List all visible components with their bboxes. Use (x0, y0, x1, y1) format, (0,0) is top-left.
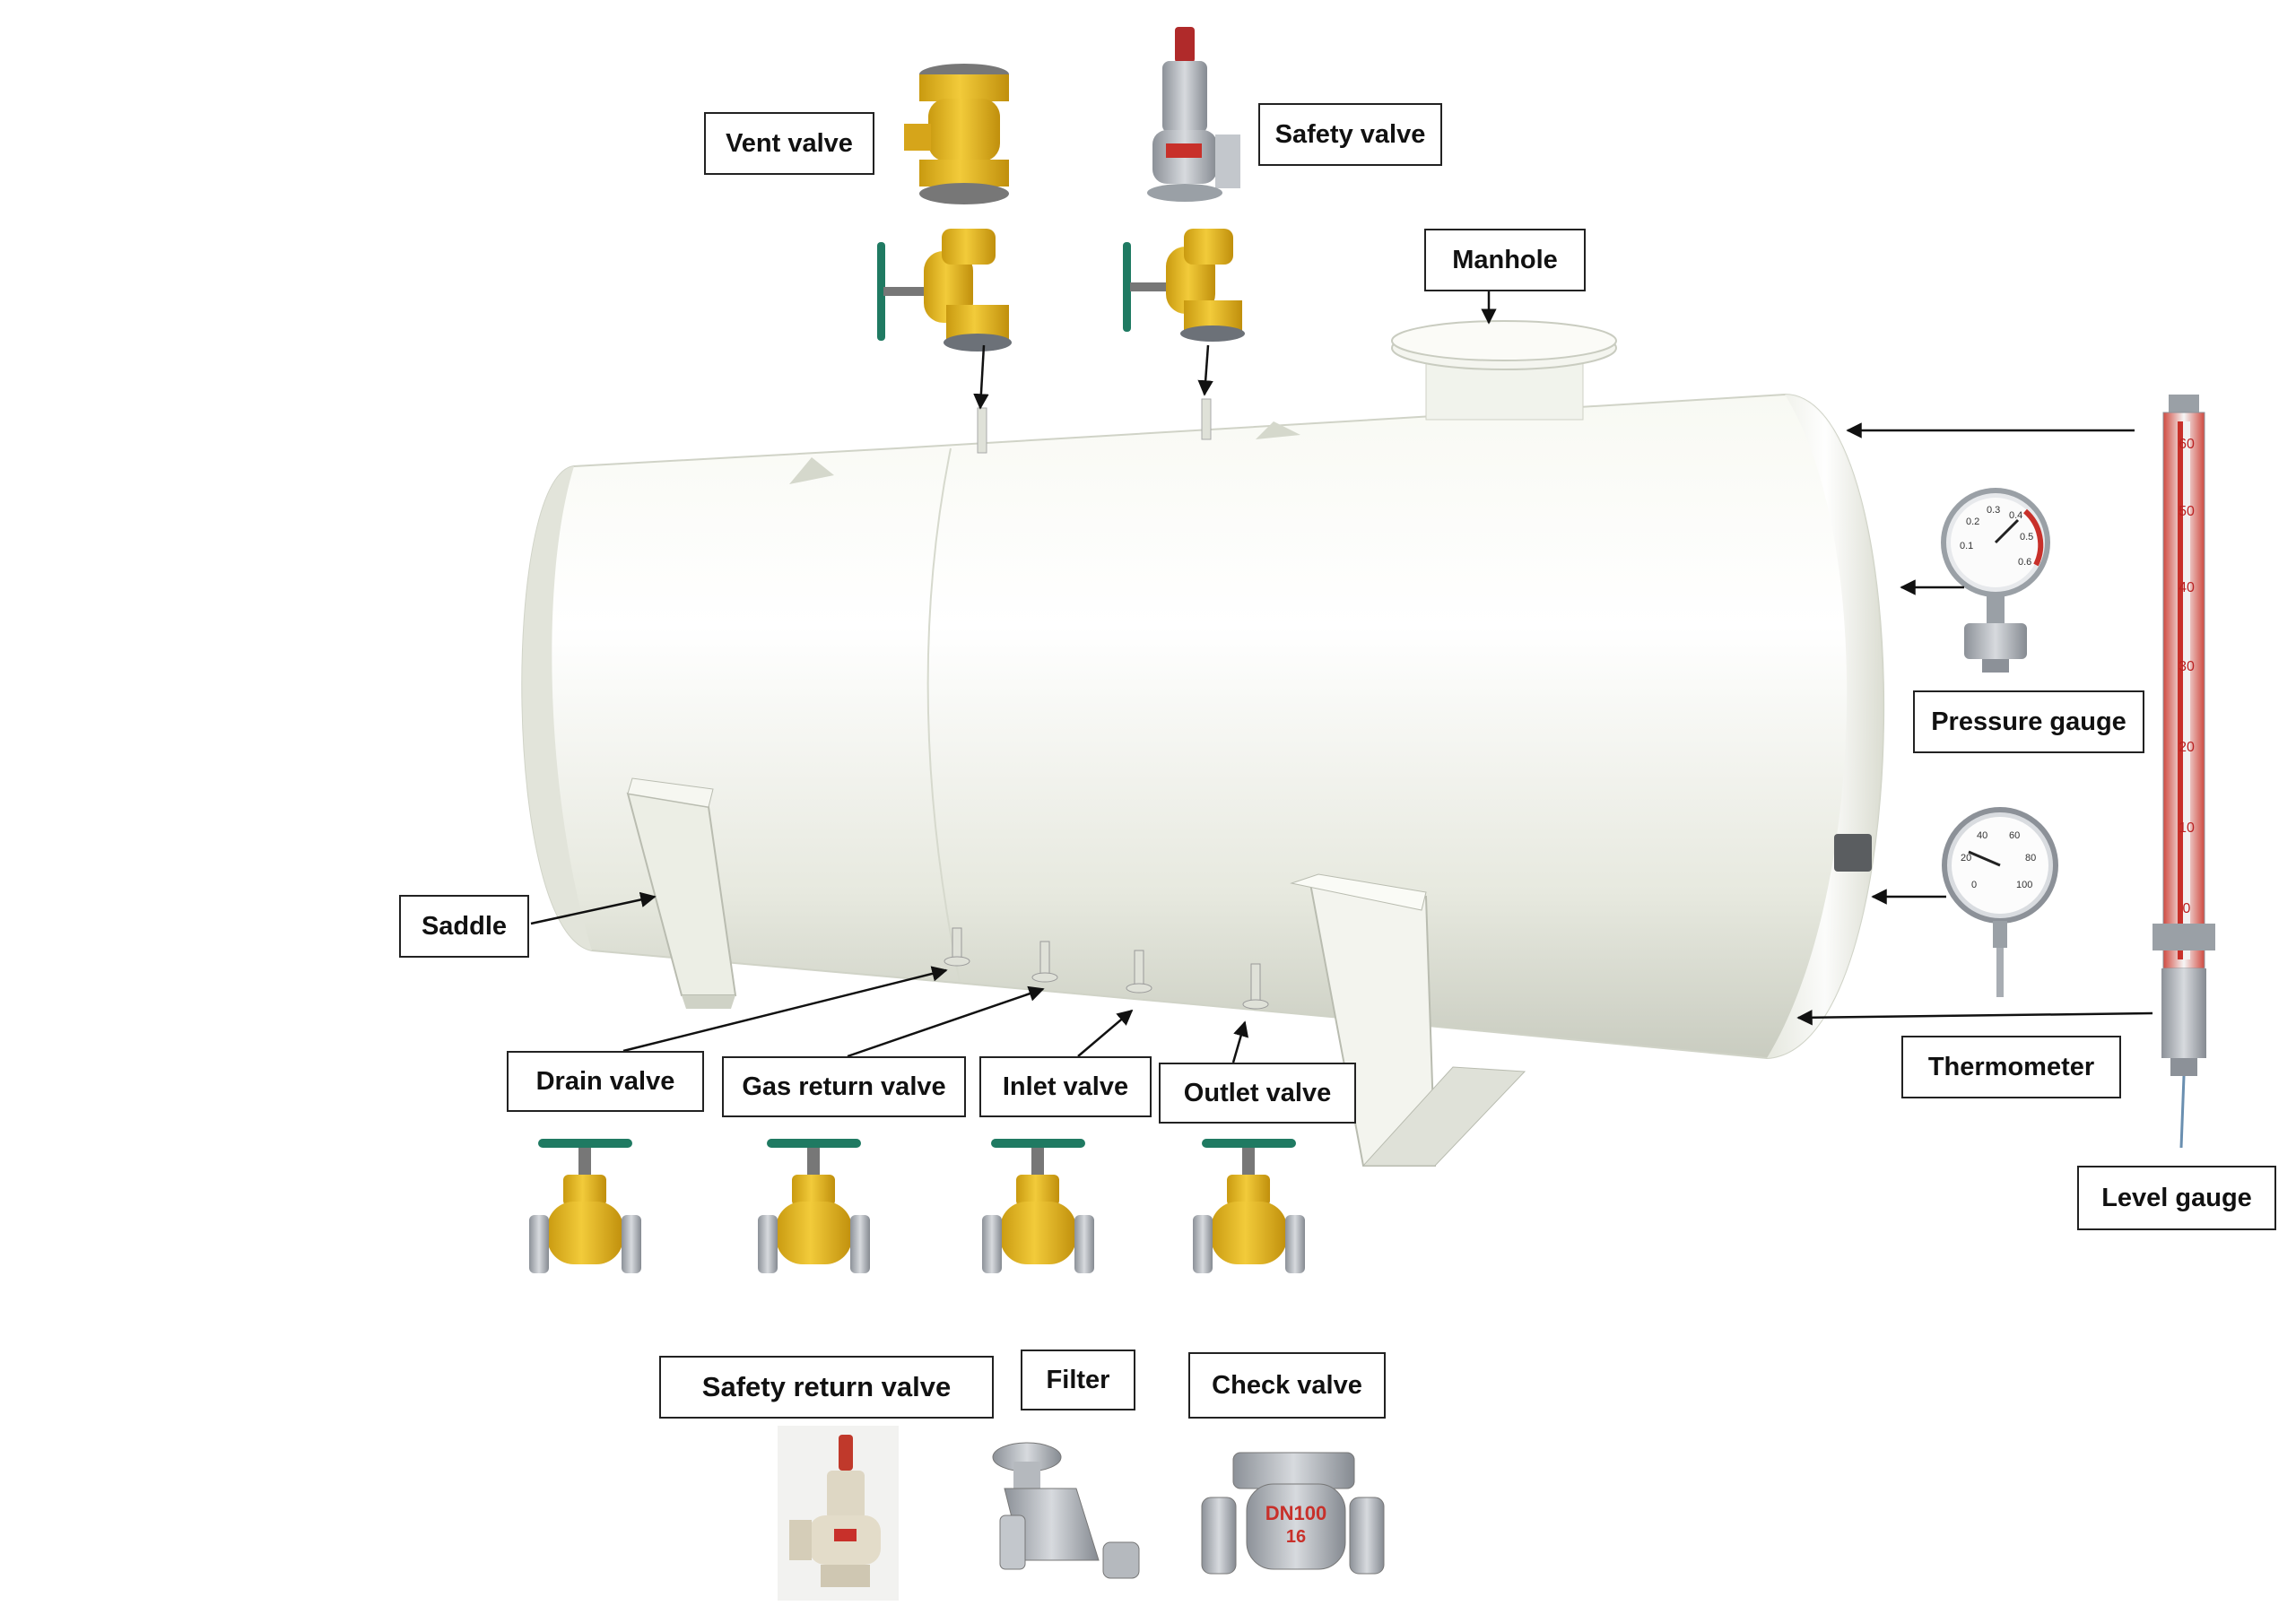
thermo-dial-mark: 0 (1971, 880, 1977, 890)
manhole-nozzle (1391, 320, 1617, 421)
thermometer-gauge: 0 20 40 60 80 100 (1942, 807, 2058, 997)
level-gauge: 60 50 40 30 20 10 0 (2152, 395, 2215, 1149)
outlet-globe-valve (1193, 1139, 1305, 1273)
level-tick: 10 (2179, 820, 2195, 836)
saddle-left (626, 777, 737, 1009)
label-check-valve: Check valve (1188, 1352, 1386, 1419)
arrow-inlet (1077, 1009, 1134, 1057)
label-manhole: Manhole (1424, 229, 1586, 291)
storage-tank (521, 320, 1885, 1167)
gas-return-globe-valve (758, 1139, 870, 1273)
label-safety-return-valve: Safety return valve (659, 1356, 994, 1419)
level-tick: 20 (2179, 740, 2195, 755)
thermo-dial-mark: 20 (1961, 853, 1971, 864)
safety-relief-valve (1147, 27, 1240, 202)
label-pressure-gauge: Pressure gauge (1913, 690, 2144, 753)
thermo-dial-mark: 80 (2025, 853, 2036, 864)
label-safety-valve: Safety valve (1258, 103, 1442, 166)
label-thermometer: Thermometer (1901, 1036, 2121, 1098)
safety-return-valve-image (778, 1426, 899, 1601)
pressure-dial-mark: 0.5 (2020, 532, 2033, 542)
check-valve-size-mark: DN100 (1265, 1502, 1326, 1524)
inlet-globe-valve (982, 1139, 1094, 1273)
level-tick: 0 (2183, 901, 2191, 916)
vent-ball-valve (904, 64, 1009, 204)
pressure-dial-mark: 0.3 (1987, 505, 2000, 516)
level-tick: 30 (2179, 659, 2195, 674)
label-vent-valve: Vent valve (704, 112, 874, 175)
label-filter: Filter (1021, 1350, 1135, 1410)
arrow-level-bottom (1796, 1010, 2153, 1026)
level-tick: 60 (2179, 437, 2195, 452)
bottom-valve-row (529, 1139, 1305, 1273)
label-inlet-valve: Inlet valve (979, 1056, 1152, 1117)
pressure-dial-mark: 0.4 (2009, 510, 2022, 521)
level-tick: 40 (2179, 580, 2195, 595)
y-strainer-filter-image (992, 1442, 1140, 1579)
leader-lines (530, 291, 2153, 1063)
vent-globe-valve (877, 229, 1012, 352)
label-gas-return-valve: Gas return valve (722, 1056, 966, 1117)
pressure-dial-mark: 0.6 (2018, 557, 2031, 568)
drain-globe-valve (529, 1139, 641, 1273)
label-drain-valve: Drain valve (507, 1051, 704, 1112)
thermo-dial-mark: 60 (2009, 830, 2020, 841)
arrow-gas-return (847, 985, 1045, 1058)
level-tick: 50 (2179, 504, 2195, 519)
arrow-safety (1197, 344, 1213, 396)
safety-globe-valve (1123, 229, 1245, 342)
saddle-right (1290, 873, 1526, 1167)
check-valve-pressure-mark: 16 (1286, 1527, 1306, 1547)
thermo-dial-mark: 100 (2016, 880, 2032, 890)
pressure-gauge: 0.1 0.2 0.3 0.4 0.5 0.6 (1941, 488, 2050, 673)
thermo-dial-mark: 40 (1977, 830, 1987, 841)
label-outlet-valve: Outlet valve (1159, 1063, 1356, 1124)
label-level-gauge: Level gauge (2077, 1166, 2276, 1230)
arrow-drain (622, 966, 948, 1053)
arrow-vent (973, 344, 989, 410)
arrow-saddle (530, 891, 657, 925)
label-saddle: Saddle (399, 895, 529, 958)
check-valve-image: DN100 16 (1201, 1452, 1385, 1575)
arrow-outlet (1231, 1020, 1249, 1063)
bottom-nozzles (944, 927, 1269, 1010)
pressure-dial-mark: 0.1 (1960, 541, 1973, 551)
pressure-dial-mark: 0.2 (1966, 516, 1979, 527)
